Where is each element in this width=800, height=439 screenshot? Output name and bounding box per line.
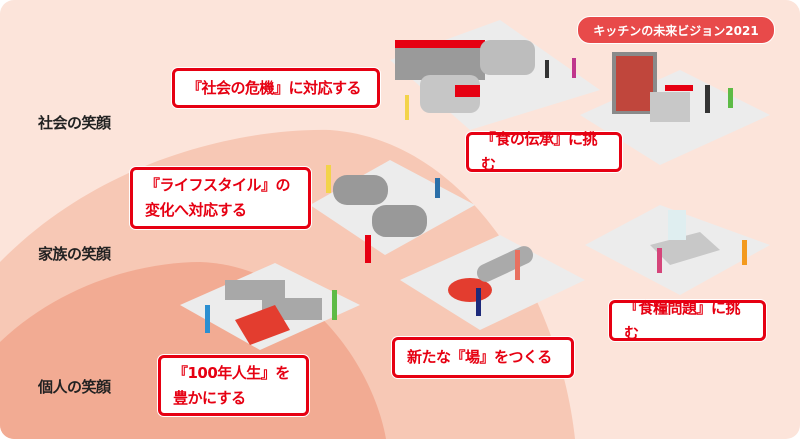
title-badge: キッチンの未来ビジョン2021 [577, 16, 775, 44]
theme-text: 『社会の危機』に対応する [187, 78, 362, 97]
theme-text: 新たな『場』をつくる [407, 348, 552, 366]
theme-life-100: 『100年人生』を 豊かにする [158, 355, 309, 416]
tier-label-family: 家族の笑顔 [38, 245, 111, 263]
theme-text: 『食の伝承』に挑む [481, 130, 598, 173]
scene-new-place [400, 235, 585, 330]
theme-new-place: 新たな『場』をつくる [392, 337, 574, 378]
theme-text: 『ライフスタイル』の [145, 176, 291, 194]
scene-life-100 [180, 263, 360, 350]
theme-text: 変化へ対応する [145, 201, 247, 219]
theme-food-problem: 『食糧問題』に挑む [609, 299, 766, 342]
theme-text: 豊かにする [173, 388, 246, 407]
scene-social-crisis [390, 20, 600, 130]
theme-lifestyle: 『ライフスタイル』の 変化へ対応する [130, 167, 311, 229]
theme-text: 『100年人生』を [173, 363, 290, 382]
scene-food-heritage [580, 52, 770, 165]
tier-label-society: 社会の笑顔 [38, 114, 111, 132]
scene-food-problem [585, 205, 770, 295]
tier-label-individual: 個人の笑顔 [38, 378, 111, 396]
theme-text: 『食糧問題』に挑む [624, 298, 741, 342]
theme-food-heritage: 『食の伝承』に挑む [466, 130, 622, 173]
theme-social-crisis: 『社会の危機』に対応する [172, 68, 380, 108]
scene-lifestyle [310, 160, 475, 263]
